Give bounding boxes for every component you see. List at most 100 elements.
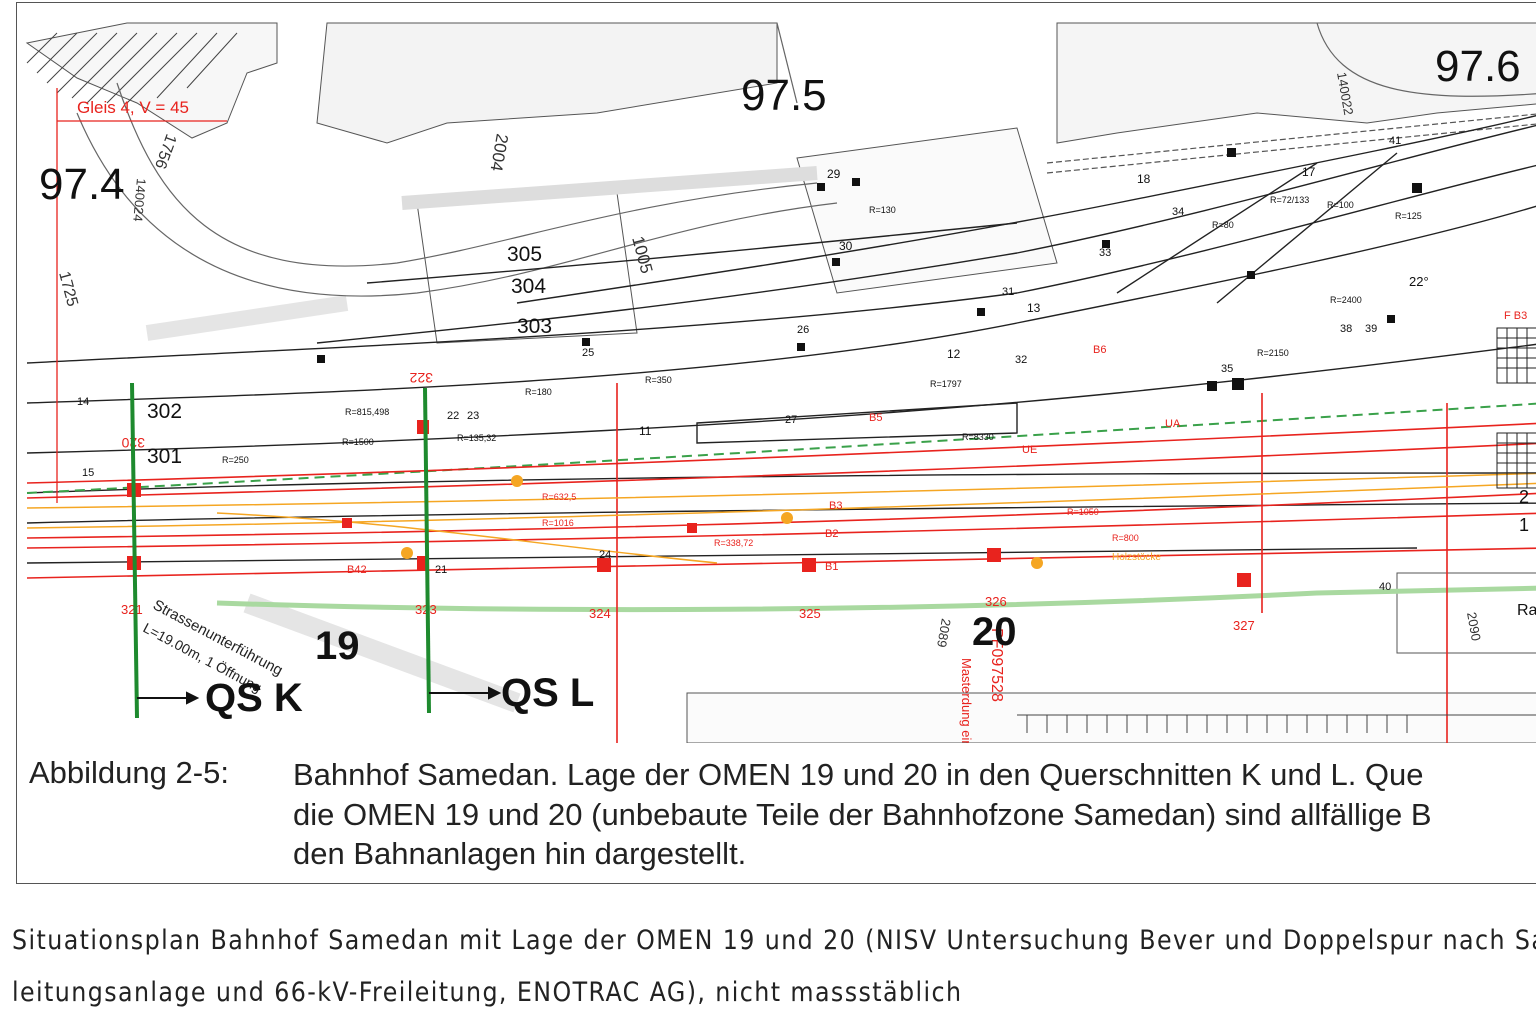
point-32: 32 (1015, 354, 1027, 366)
label-holzstoecke: Holzstöcke (1112, 552, 1161, 563)
radius-label: R=72/133 (1270, 195, 1309, 205)
radius-label: R=8330 (962, 432, 994, 442)
omen-19-label: 19 (315, 624, 360, 668)
point-35: 35 (1221, 363, 1233, 375)
signal-b1: B1 (825, 561, 838, 573)
radius-label: R=80 (1212, 220, 1234, 230)
label-ra: Ra (1517, 602, 1536, 619)
radius-label: R=250 (222, 455, 249, 465)
figure-caption-line: die OMEN 19 und 20 (unbebaute Teile der … (293, 796, 1432, 832)
radius-label: R=125 (1395, 211, 1422, 221)
km-tick-324: 324 (589, 606, 611, 621)
point-29: 29 (827, 167, 841, 181)
radius-label: R=1050 (1067, 507, 1099, 517)
point-30: 30 (839, 239, 853, 253)
point-11: 11 (639, 424, 652, 438)
point-17: 17 (1302, 165, 1316, 179)
parcel-1756: 1756 (151, 132, 179, 171)
track-305: 305 (507, 243, 542, 266)
point-26: 26 (797, 324, 809, 336)
parcel-2090: 2090 (1464, 611, 1484, 642)
radius-label: R=100 (1327, 200, 1354, 210)
km-mark-97-6: 97.6 (1435, 42, 1521, 91)
radius-label: R=338,72 (714, 538, 753, 548)
parcel-2089: 2089 (934, 617, 954, 648)
parcel-140022: 140022 (1334, 71, 1356, 116)
point-25: 25 (582, 347, 594, 359)
label-pf097528: PF097528 (988, 628, 1005, 702)
radius-label: R=1797 (930, 379, 962, 389)
point-1: 1 (1519, 515, 1529, 535)
radius-label: R=800 (1112, 533, 1139, 543)
radius-label: R=130 (869, 205, 896, 215)
section-arrows (137, 686, 502, 705)
orange-routes (26, 472, 1536, 564)
label-masterdung: Masterdung einfach (959, 658, 974, 743)
track-lines (26, 114, 1536, 564)
radius-label: R=135,32 (457, 433, 496, 443)
radius-label: R=2400 (1330, 295, 1362, 305)
parcel-1725: 1725 (55, 270, 81, 309)
signal-b6: B6 (1093, 344, 1106, 356)
qs-k-label: QS K (205, 676, 303, 720)
radius-label: R=632,5 (542, 492, 576, 502)
signal-b2: B2 (825, 528, 838, 540)
parcel-1005: 1005 (628, 234, 656, 275)
radius-label: R=1016 (542, 518, 574, 528)
point-33: 33 (1099, 247, 1111, 259)
caption-line-2: leitungsanlage und 66-kV-Freileitung, EN… (12, 977, 963, 1008)
point-21: 21 (435, 564, 447, 576)
signal-b3: B3 (829, 500, 842, 512)
cabinet-boxes (1496, 327, 1536, 489)
omen-20-label: 20 (972, 610, 1017, 654)
point-2: 2 (1519, 487, 1529, 507)
radius-label: R=2150 (1257, 348, 1289, 358)
km-mark-97-5: 97.5 (741, 71, 827, 120)
speed-note: Gleis 4, V = 45 (77, 98, 189, 117)
point-31: 31 (1002, 286, 1014, 298)
signal-b5: B5 (869, 412, 882, 424)
km-tick-327: 327 (1233, 618, 1255, 633)
point-24: 24 (599, 549, 611, 561)
point-12: 12 (947, 347, 961, 361)
figure-caption-label: Abbildung 2-5: (29, 755, 229, 790)
figure-caption-line: den Bahnanlagen hin dargestellt. (293, 836, 747, 871)
orange-dots (401, 475, 1043, 569)
road-curves (76, 22, 1536, 297)
signal-f-b3: F B3 (1504, 310, 1527, 322)
figure-caption-text: Bahnhof Samedan. Lage der OMEN 19 und 20… (293, 755, 1432, 874)
parcel-140024: 140024 (130, 178, 149, 223)
speed-annotation (56, 88, 227, 503)
km-tick-321: 321 (121, 602, 143, 617)
radius-label: R=180 (525, 387, 552, 397)
point-22: 22 (447, 410, 459, 422)
point-18: 18 (1137, 172, 1151, 186)
point-38: 38 (1340, 323, 1352, 335)
point-39: 39 (1365, 323, 1377, 335)
label-ua: UA (1165, 418, 1181, 430)
figure-caption-line: Bahnhof Samedan. Lage der OMEN 19 und 20… (293, 757, 1424, 792)
point-40: 40 (1379, 581, 1391, 593)
qs-l-label: QS L (501, 671, 594, 715)
omen-section-lines (130, 382, 431, 719)
caption-line-1: Situationsplan Bahnhof Samedan mit Lage … (12, 925, 1536, 956)
track-303: 303 (517, 315, 552, 338)
point-14: 14 (77, 396, 89, 408)
building-outlines (25, 22, 1536, 743)
station-plan-map: Gleis 4, V = 45 97.4 97.5 97.6 1756 1725… (25, 22, 1536, 743)
track-322: 322 (409, 370, 433, 386)
hatching (26, 32, 818, 713)
figure-frame: Gleis 4, V = 45 97.4 97.5 97.6 1756 1725… (16, 2, 1536, 884)
radius-label: R=1500 (342, 437, 374, 447)
parcel-2004: 2004 (486, 132, 511, 173)
km-tick-325: 325 (799, 606, 821, 621)
point-41: 41 (1389, 135, 1401, 147)
bottom-fence (1017, 714, 1536, 733)
green-dashed-line (26, 402, 1536, 494)
label-angle: 22° (1409, 274, 1429, 289)
point-15: 15 (82, 467, 94, 479)
track-304: 304 (511, 275, 546, 298)
signal-markers (317, 148, 1422, 391)
signal-b42: B42 (347, 564, 367, 576)
light-green-line (216, 585, 1536, 613)
